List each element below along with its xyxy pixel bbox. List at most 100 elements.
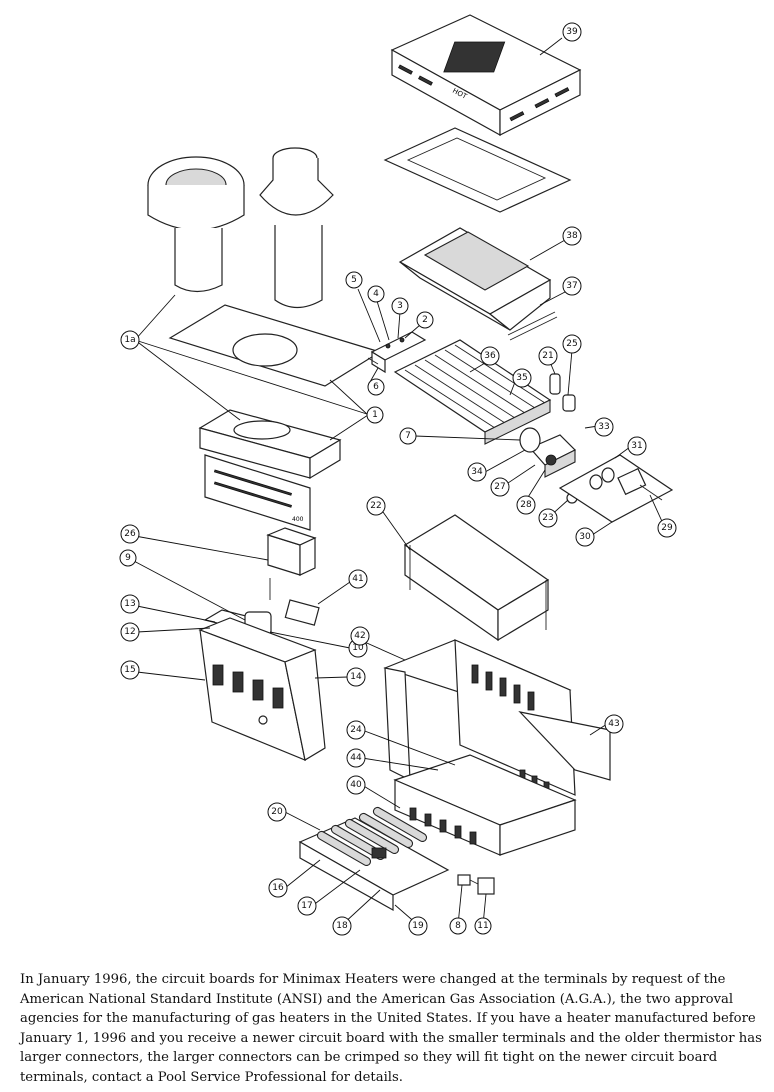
callout-13: 13: [120, 594, 140, 614]
callout-8: 8: [449, 917, 467, 935]
callout-11: 11: [474, 917, 492, 935]
callout-7: 7: [399, 427, 417, 445]
svg-text:34: 34: [471, 467, 483, 477]
callout-25: 25: [562, 334, 582, 354]
callout-3: 3: [391, 297, 409, 315]
svg-text:35: 35: [516, 373, 527, 383]
callout-1a: 1a: [120, 330, 140, 350]
svg-text:16: 16: [272, 883, 284, 893]
vent-adapter-left: [147, 156, 245, 293]
svg-text:36: 36: [484, 351, 496, 361]
svg-text:1: 1: [372, 410, 378, 420]
svg-text:23: 23: [542, 513, 553, 523]
callout-41: 41: [348, 569, 368, 589]
svg-text:19: 19: [412, 921, 424, 931]
svg-text:30: 30: [579, 532, 591, 542]
svg-text:42: 42: [354, 631, 365, 641]
jacket-top-hood: HOT: [390, 14, 582, 137]
bypass-assembly: [558, 454, 674, 523]
callout-20: 20: [267, 802, 287, 822]
svg-text:20: 20: [271, 807, 283, 817]
callout-40: 40: [346, 775, 366, 795]
svg-text:11: 11: [477, 921, 488, 931]
circuit-board-note: In January 1996, the circuit boards for …: [20, 972, 762, 1085]
svg-text:29: 29: [661, 523, 673, 533]
svg-text:6: 6: [373, 382, 379, 392]
svg-text:41: 41: [352, 574, 363, 584]
callout-34: 34: [467, 462, 487, 482]
svg-text:13: 13: [124, 599, 135, 609]
svg-text:9: 9: [125, 553, 131, 563]
svg-text:14: 14: [350, 672, 362, 682]
callout-30: 30: [575, 527, 595, 547]
svg-text:43: 43: [608, 719, 619, 729]
callout-17: 17: [297, 896, 317, 916]
callouts: 39 38 37 5 4 3 2 6 1a 1 36 35 21 25 7 33…: [119, 22, 677, 936]
svg-text:28: 28: [520, 500, 532, 510]
callout-9: 9: [119, 549, 137, 567]
callout-28: 28: [516, 495, 536, 515]
callout-21: 21: [538, 346, 558, 366]
callout-18: 18: [332, 916, 352, 936]
callout-36: 36: [480, 346, 500, 366]
hood-gasket-plate: [383, 127, 572, 213]
callout-37: 37: [562, 276, 582, 296]
svg-text:18: 18: [336, 921, 348, 931]
heat-exchanger: [393, 339, 552, 445]
panel-label: 400: [292, 516, 304, 523]
callout-33: 33: [594, 417, 614, 437]
svg-text:5: 5: [351, 275, 357, 285]
callout-2: 2: [416, 311, 434, 329]
callout-19: 19: [408, 916, 428, 936]
svg-text:17: 17: [301, 901, 312, 911]
callout-6: 6: [367, 378, 385, 396]
exploded-parts-diagram: HOT: [119, 14, 677, 936]
svg-text:37: 37: [566, 281, 577, 291]
flue-baffle: [507, 311, 558, 341]
callout-27: 27: [490, 477, 510, 497]
svg-text:31: 31: [631, 441, 642, 451]
svg-text:7: 7: [405, 431, 411, 441]
vent-adapter-right: [259, 147, 334, 309]
svg-text:2: 2: [422, 315, 428, 325]
callout-23: 23: [538, 508, 558, 528]
flue-collector: [398, 227, 552, 331]
vent-top-plate: [168, 304, 382, 387]
callout-43: 43: [604, 714, 624, 734]
heater-base: [393, 754, 577, 856]
callout-38: 38: [562, 226, 582, 246]
callout-5: 5: [345, 271, 363, 289]
callout-26: 26: [120, 524, 140, 544]
svg-text:39: 39: [566, 27, 578, 37]
svg-text:24: 24: [350, 725, 362, 735]
callout-1: 1: [366, 406, 384, 424]
svg-text:25: 25: [566, 339, 577, 349]
callout-29: 29: [657, 518, 677, 538]
svg-text:4: 4: [373, 289, 379, 299]
callout-16: 16: [268, 878, 288, 898]
callout-31: 31: [627, 436, 647, 456]
svg-text:38: 38: [566, 231, 578, 241]
callout-14: 14: [346, 667, 366, 687]
combustion-chamber-frame: [403, 514, 550, 642]
svg-text:10: 10: [352, 643, 364, 653]
svg-text:1a: 1a: [124, 335, 135, 345]
callout-44: 44: [346, 748, 366, 768]
svg-text:3: 3: [397, 301, 403, 311]
callout-22: 22: [366, 496, 386, 516]
svg-text:22: 22: [370, 501, 381, 511]
svg-text:21: 21: [542, 351, 553, 361]
burner-tray: [298, 806, 450, 912]
front-panel-strip: 400: [204, 454, 311, 531]
callout-42: 42: [350, 626, 370, 646]
gas-valve-assembly: [519, 373, 578, 504]
svg-text:15: 15: [124, 665, 135, 675]
svg-text:26: 26: [124, 529, 136, 539]
svg-text:8: 8: [455, 921, 461, 931]
callout-35: 35: [512, 368, 532, 388]
svg-text:12: 12: [124, 627, 135, 637]
callout-15: 15: [120, 660, 140, 680]
callout-39: 39: [562, 22, 582, 42]
callout-4: 4: [367, 285, 385, 303]
callout-24: 24: [346, 720, 366, 740]
